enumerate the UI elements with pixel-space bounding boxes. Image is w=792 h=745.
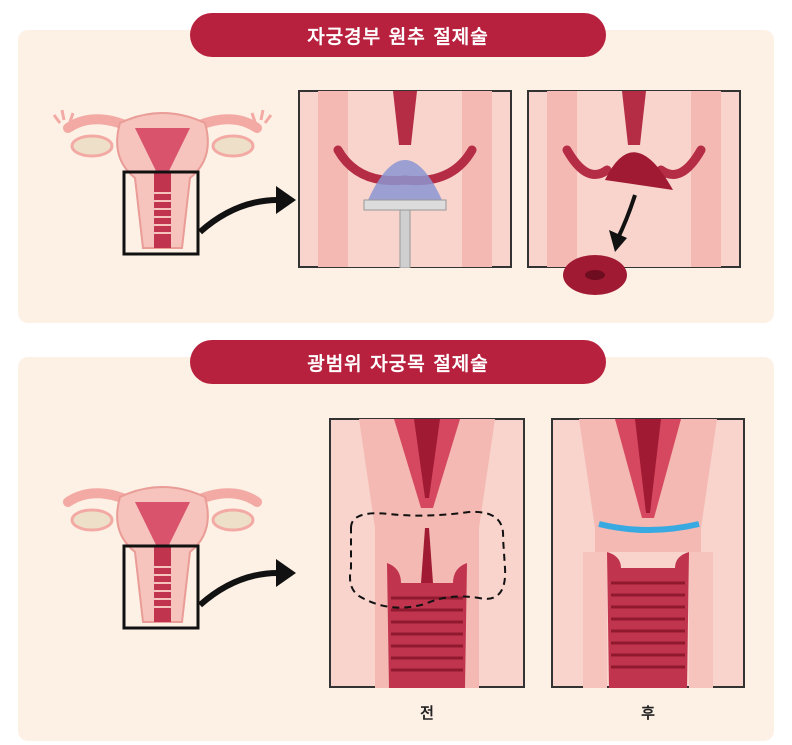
arrow-icon bbox=[196, 180, 296, 240]
arrow-icon-2 bbox=[196, 553, 296, 613]
section-title-trachelectomy: 광범위 자궁목 절제술 bbox=[190, 340, 606, 384]
excised-cone-illustration bbox=[527, 90, 741, 268]
after-surgery-illustration bbox=[551, 418, 745, 688]
section-title-conization: 자궁경부 원추 절제술 bbox=[190, 13, 606, 57]
caption-before: 전 bbox=[407, 702, 447, 723]
before-surgery-illustration bbox=[329, 418, 525, 688]
zoom-box-marker-2 bbox=[122, 544, 200, 630]
caption-after: 후 bbox=[628, 702, 668, 723]
conization-probe-illustration bbox=[298, 90, 512, 268]
zoom-box-marker bbox=[122, 170, 200, 256]
removed-tissue-illustration bbox=[560, 250, 630, 300]
